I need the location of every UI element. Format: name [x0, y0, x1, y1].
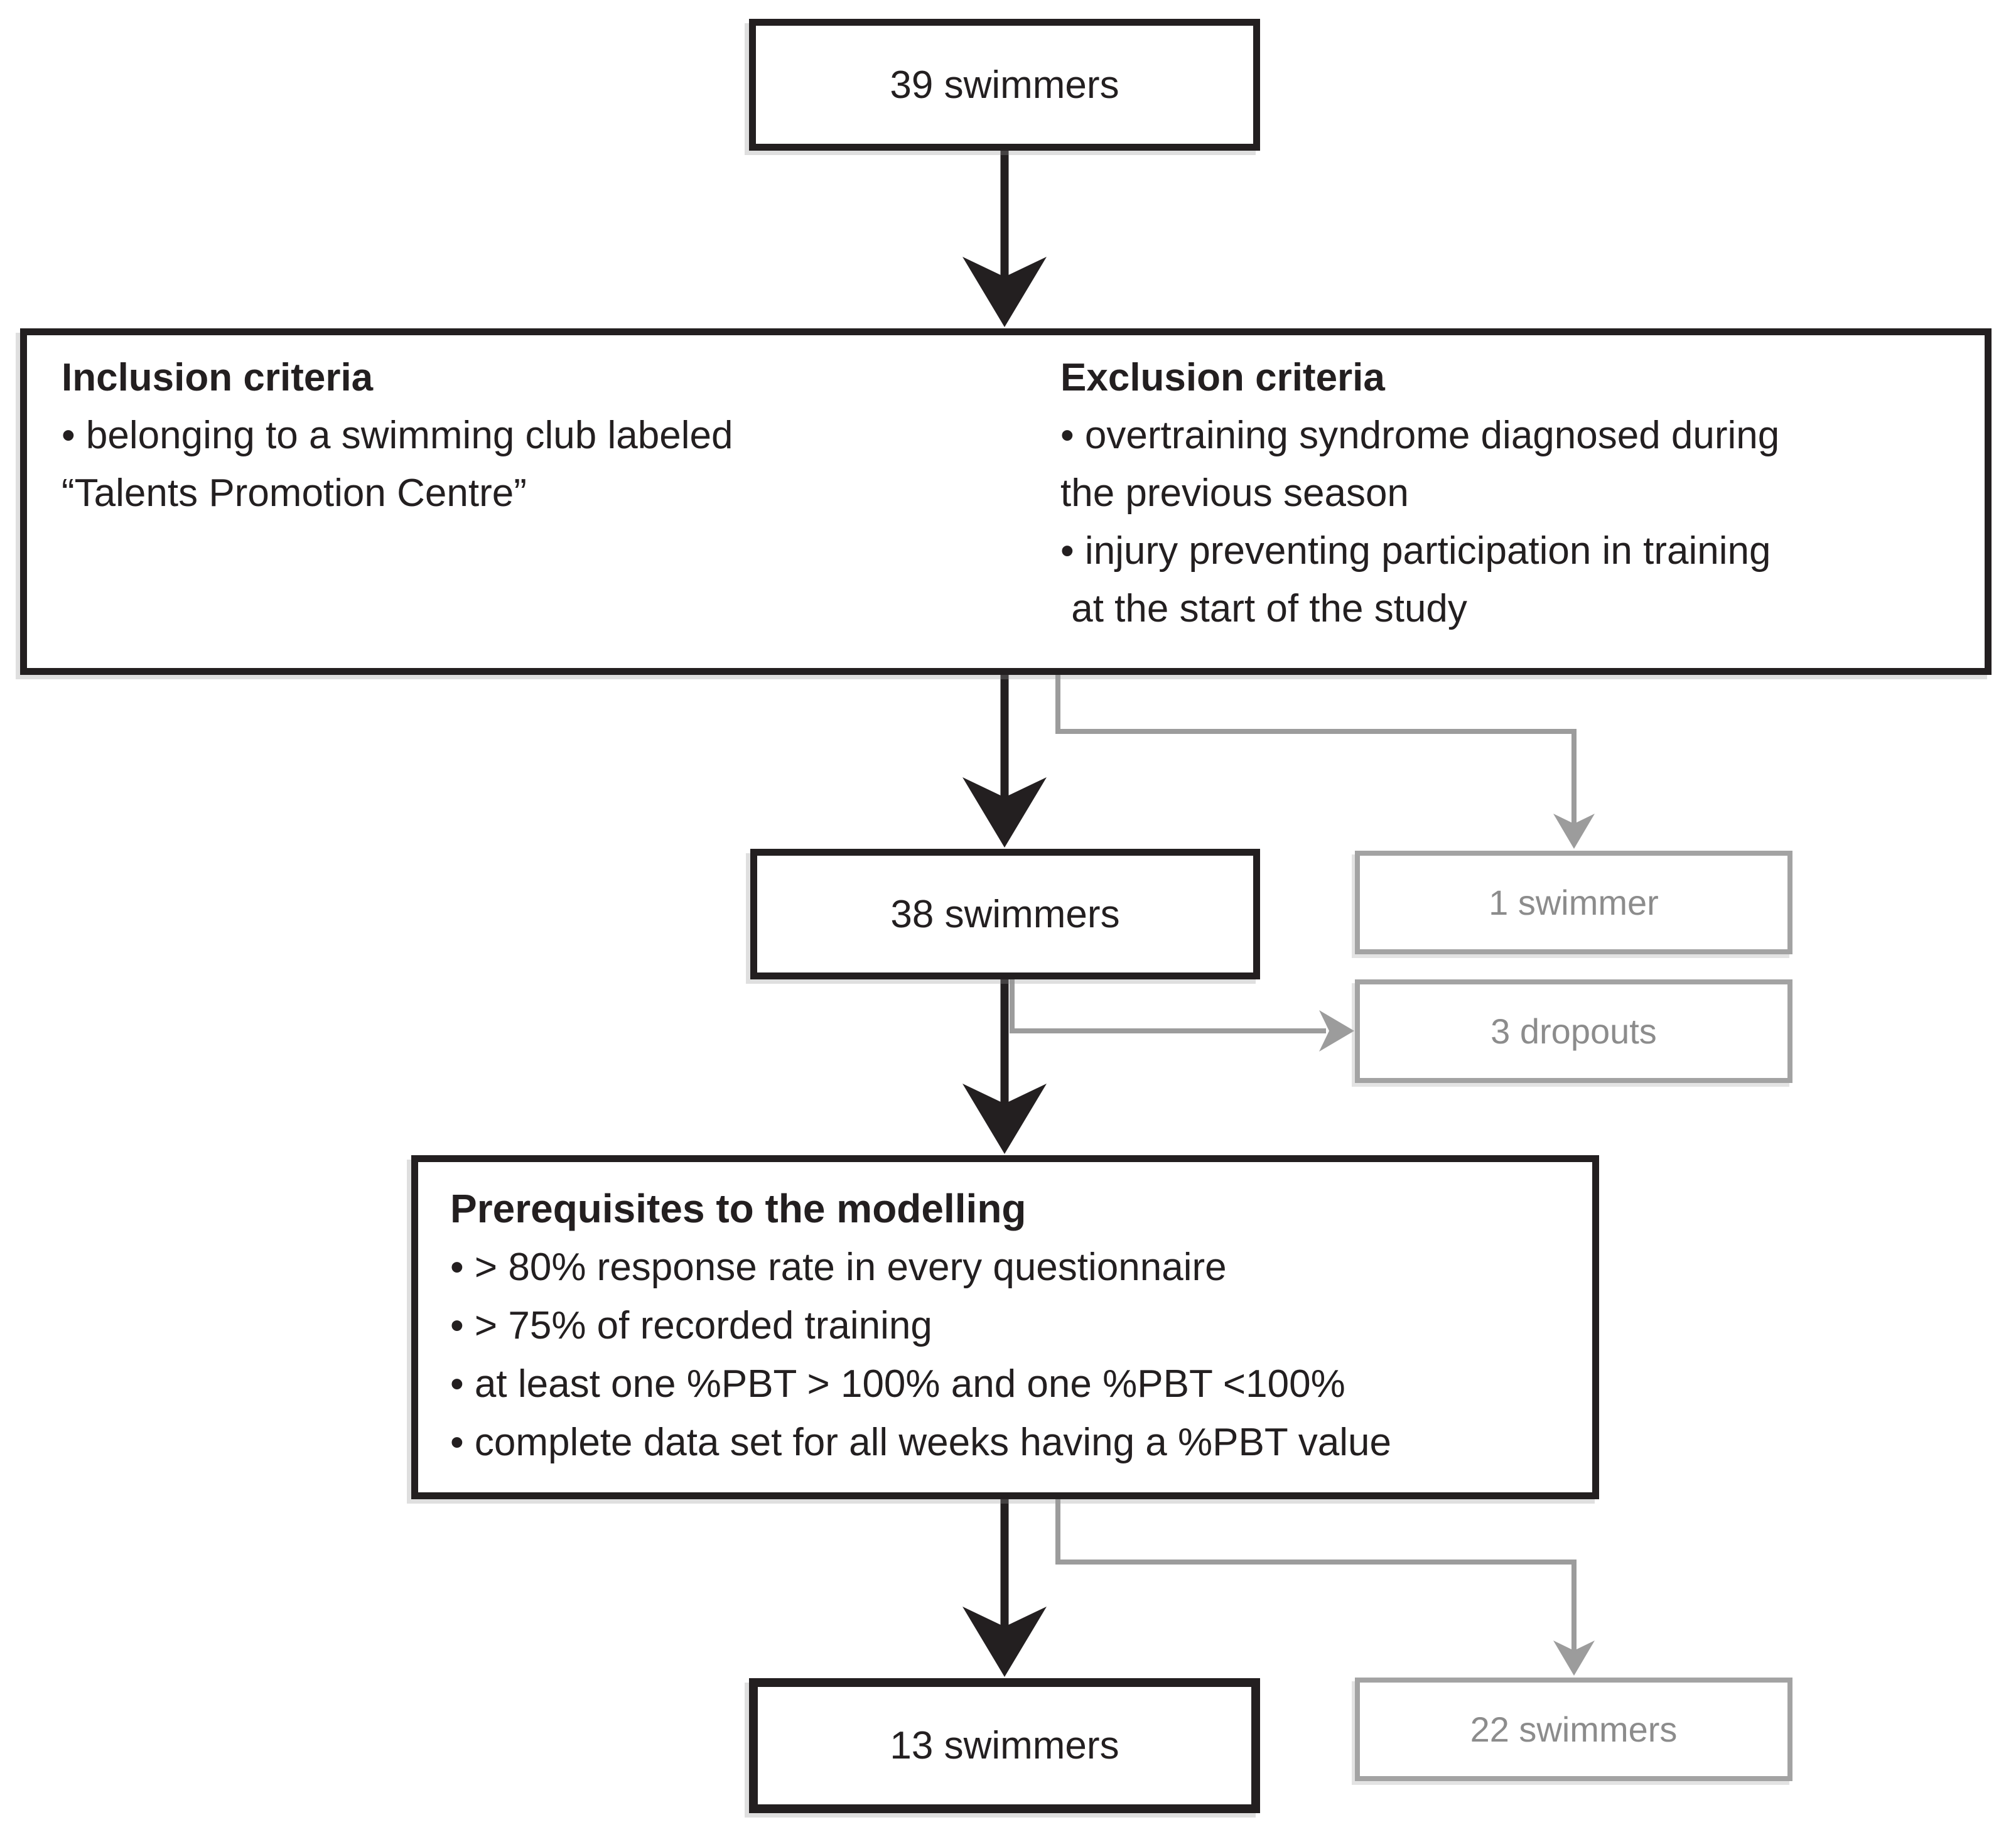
exclusion-criteria-column: Exclusion criteria • overtraining syndro… — [1060, 349, 1983, 638]
connector-38-to-3-dropouts — [1010, 979, 1354, 1052]
arrow-39-to-criteria — [962, 147, 1047, 327]
arrow-criteria-to-38 — [962, 672, 1047, 848]
node-22-swimmers-label: 22 swimmers — [1470, 1710, 1678, 1749]
node-13-swimmers-label: 13 swimmers — [890, 1724, 1119, 1767]
node-39-swimmers-label: 39 swimmers — [890, 63, 1119, 107]
node-39-swimmers: 39 swimmers — [749, 19, 1260, 151]
arrow-prerequisites-to-13 — [962, 1496, 1047, 1677]
node-criteria: Inclusion criteria • belonging to a swim… — [20, 328, 1992, 675]
connector-criteria-to-1-swimmer — [1055, 672, 1595, 849]
node-38-swimmers: 38 swimmers — [750, 849, 1260, 979]
prerequisites-title: Prerequisites to the modelling — [450, 1186, 1027, 1231]
node-38-swimmers-label: 38 swimmers — [890, 892, 1120, 936]
connector-prerequisites-to-22-swimmers — [1055, 1496, 1595, 1676]
prerequisites-bullet: • at least one %PBT > 100% and one %PBT … — [450, 1362, 1345, 1406]
exclusion-criteria-line: the previous season — [1060, 471, 1409, 515]
node-1-swimmer-label: 1 swimmer — [1489, 883, 1659, 922]
exclusion-criteria-line: • injury preventing participation in tra… — [1060, 529, 1771, 573]
exclusion-criteria-title: Exclusion criteria — [1060, 356, 1385, 399]
prerequisites-bullet: • > 80% response rate in every questionn… — [450, 1246, 1227, 1289]
prerequisites-content: Prerequisites to the modelling • > 80% r… — [450, 1180, 1574, 1472]
prerequisites-bullet: • complete data set for all weeks having… — [450, 1421, 1392, 1464]
inclusion-criteria-column: Inclusion criteria • belonging to a swim… — [62, 349, 1016, 522]
arrow-38-to-prerequisites — [962, 976, 1047, 1154]
node-1-swimmer-excluded: 1 swimmer — [1355, 851, 1792, 954]
prerequisites-bullet: • > 75% of recorded training — [450, 1304, 932, 1347]
node-prerequisites: Prerequisites to the modelling • > 80% r… — [411, 1155, 1599, 1499]
inclusion-criteria-line: • belonging to a swimming club labeled — [62, 414, 733, 457]
node-3-dropouts-label: 3 dropouts — [1490, 1011, 1657, 1051]
node-13-swimmers: 13 swimmers — [749, 1678, 1260, 1813]
inclusion-criteria-line: “Talents Promotion Centre” — [62, 471, 527, 515]
node-22-swimmers-excluded: 22 swimmers — [1355, 1678, 1792, 1781]
exclusion-criteria-line: • overtraining syndrome diagnosed during — [1060, 414, 1780, 457]
inclusion-criteria-title: Inclusion criteria — [62, 356, 374, 399]
node-3-dropouts: 3 dropouts — [1355, 979, 1792, 1083]
exclusion-criteria-line: at the start of the study — [1060, 587, 1467, 630]
